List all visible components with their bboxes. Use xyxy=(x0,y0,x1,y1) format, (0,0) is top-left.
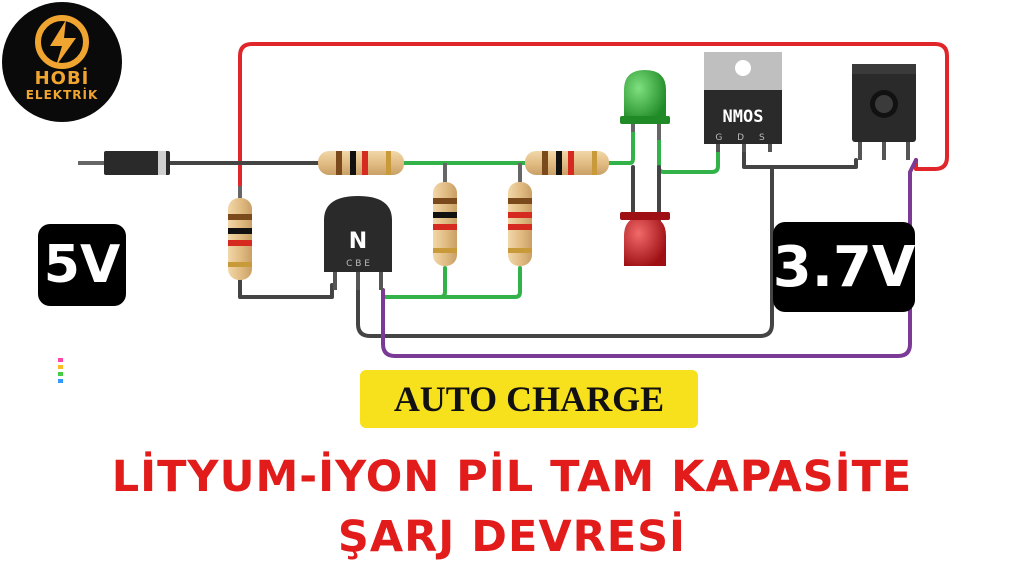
resistor-r2 xyxy=(318,151,404,175)
red-wire xyxy=(238,42,949,188)
auto-charge-label: AUTO CHARGE xyxy=(360,370,698,428)
sensor-module xyxy=(852,64,916,160)
resistor-r1 xyxy=(228,186,252,280)
watermark-dots xyxy=(58,358,63,383)
green-wire-led xyxy=(607,128,635,165)
logo-line1: HOBİ xyxy=(34,68,90,89)
green-led xyxy=(620,70,670,140)
dark-wire-leds xyxy=(631,165,661,222)
logo-line2: ELEKTRİK xyxy=(25,88,99,102)
diode xyxy=(78,151,170,175)
nmos-pin-labels: G D S xyxy=(715,133,770,143)
red-led xyxy=(620,212,670,266)
dark-wire-source xyxy=(770,158,858,169)
title-line2: ŞARJ DEVRESİ xyxy=(337,512,687,562)
purple-wire xyxy=(381,158,918,358)
dark-wire-npn xyxy=(238,276,334,299)
npn-transistor xyxy=(324,196,392,290)
hobi-elektrik-logo: HOBİ ELEKTRİK xyxy=(2,2,122,122)
title-line1: LİTYUM-İYON PİL TAM KAPASİTE xyxy=(111,452,913,502)
resistor-r5 xyxy=(525,151,609,175)
lightning-bolt-icon xyxy=(35,15,89,69)
resistor-r4 xyxy=(508,163,532,266)
nmos-label: NMOS xyxy=(723,107,764,127)
battery-voltage-badge: 3.7V xyxy=(773,222,915,312)
dark-wire-return xyxy=(356,150,774,338)
resistor-r3 xyxy=(433,163,457,266)
green-wire-bottom xyxy=(383,266,522,299)
npn-pin-labels: C B E xyxy=(346,259,370,269)
input-voltage-badge: 5V xyxy=(38,224,126,306)
nmos-mosfet xyxy=(704,52,782,152)
npn-letter: N xyxy=(349,229,367,254)
